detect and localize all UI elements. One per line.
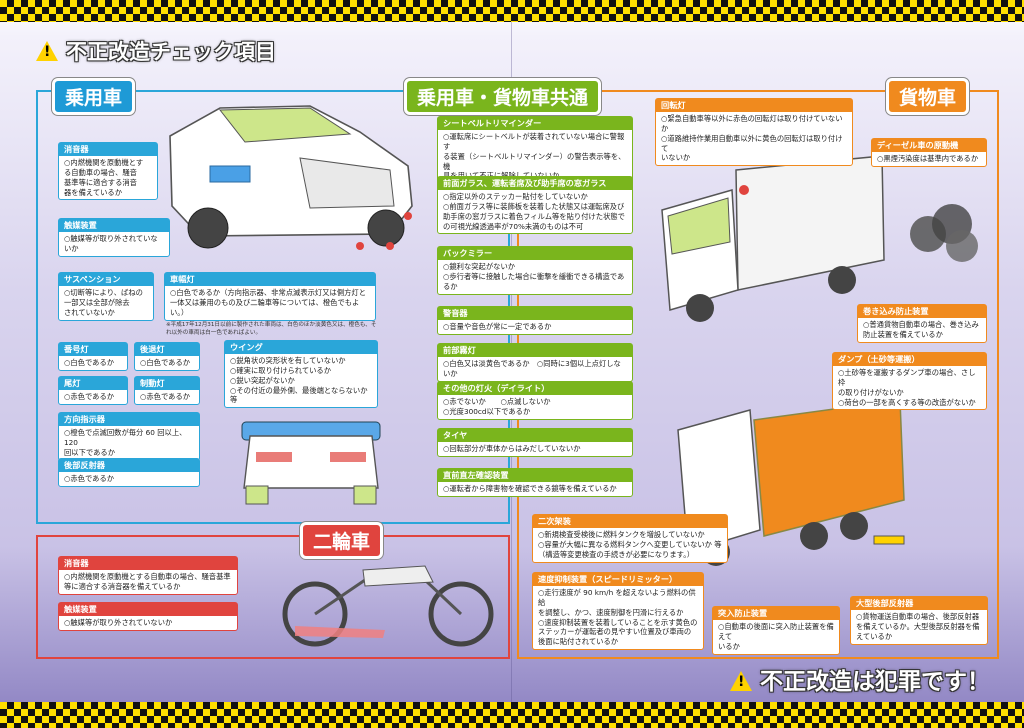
box-car-rear-reflector: 後部反射器 ○赤色であるか xyxy=(58,458,200,487)
box-common-fog: 前部霧灯 ○白色又は淡黄色であるか ○同時に3個以上点灯しないか xyxy=(437,343,633,382)
box-car-suspension: サスペンション ○切断等により、ばねの一部又は全部が除去されていないか xyxy=(58,272,154,321)
box-truck-underrun: 突入防止装置 ○自動車の後面に突入防止装置を備えているか xyxy=(712,606,840,655)
box-common-tire: タイヤ ○回転部分が車体からはみだしていないか xyxy=(437,428,633,457)
box-common-mirror: バックミラー ○鏡利な突起がないか○歩行者等に接触した場合に衝撃を緩衝できる構造… xyxy=(437,246,633,295)
box-truck-dump: ダンプ（土砂等運搬） ○土砂等を運搬するダンプ車の場合、さし枠の取り付けがないか… xyxy=(832,352,987,411)
section-label-common: 乗用車・貨物車共通 xyxy=(404,78,602,115)
box-car-reverse-light: 後退灯 ○白色であるか xyxy=(134,342,200,371)
smoke-illustration xyxy=(910,204,978,262)
motorcycle-illustration xyxy=(282,565,494,647)
checker-border-top xyxy=(0,0,1024,22)
box-truck-beacon: 回転灯 ○緊急自動車等以外に赤色の回転灯は取り付けていないか○道路維持作業用自動… xyxy=(655,98,853,167)
box-common-horn: 警音器 ○音量や音色が常に一定であるか xyxy=(437,306,633,335)
warning-icon xyxy=(730,671,752,691)
box-moto-muffler: 消音器 ○内燃機関を原動機とする自動車の場合、騒音基準等に適合する消音器を備えて… xyxy=(58,556,238,595)
section-label-car: 乗用車 xyxy=(52,78,136,115)
box-car-width-light: 車幅灯 ○白色であるか（方向指示器、非常点滅表示灯又は側方灯と一体又は兼用のもの… xyxy=(164,272,376,321)
page-title: 不正改造チェック項目 xyxy=(36,36,276,66)
box-car-exhaust-cover: 触媒装置 ○触媒等が取り外されていないか xyxy=(58,218,170,257)
checker-border-bottom xyxy=(0,702,1024,728)
section-label-moto: 二輪車 xyxy=(300,522,384,559)
warning-icon xyxy=(36,41,58,61)
footer-slogan: 不正改造は犯罪です！ xyxy=(730,662,990,696)
width-light-note: ※平成17年12月31日以前に製作された車両は、白色のほか淡黄色又は、橙色も、そ… xyxy=(166,322,377,336)
section-label-truck: 貨物車 xyxy=(886,78,970,115)
box-truck-illustration xyxy=(661,155,885,322)
box-car-plate-light: 番号灯 ○白色であるか xyxy=(58,342,128,371)
sedan-illustration xyxy=(169,105,413,250)
box-car-stop-light: 制動灯 ○赤色であるか xyxy=(134,376,200,405)
box-common-seatbelt: シートベルトリマインダー ○運転席にシートベルトが装着されていない場合に警報する… xyxy=(437,116,633,185)
box-moto-exhaust-cover: 触媒装置 ○触媒等が取り外されていないか xyxy=(58,602,238,631)
wing-car-illustration xyxy=(241,421,381,505)
moto-section-frame xyxy=(36,535,510,659)
box-common-glass: 前面ガラス、運転者席及び助手席の窓ガラス ○指定以外のステッカー貼付をしていない… xyxy=(437,176,633,235)
box-car-muffler: 消音器 ○内燃機関を原動機とする自動車の場合、騒音基準等に適合する消音器を備えて… xyxy=(58,142,158,201)
box-truck-large-reflector: 大型後部反射器 ○貨物運送自動車の場合、後部反射器を備えているか。大型後部反射器… xyxy=(850,596,988,645)
box-truck-diesel: ディーゼル車の原動機 ○黒煙汚染度は基準内であるか xyxy=(871,138,987,167)
box-common-view-mirror: 直前直左確認装置 ○運転者から障害物を確認できる鏡等を備えているか xyxy=(437,468,633,497)
box-car-tail-light: 尾灯 ○赤色であるか xyxy=(58,376,128,405)
box-truck-subframe: 二次架装 ○新規検査受検後に燃料タンクを増設していないか○容量が大幅に異なる燃料… xyxy=(532,514,728,563)
box-truck-speed-limiter: 速度抑制装置（スピードリミッター） ○走行速度が 90 km/h を超えないよう… xyxy=(532,572,704,651)
box-car-wing: ウイング ○鋭角状の突形状を有していないか○確実に取り付けられているか○鋭い突起… xyxy=(224,340,378,409)
box-truck-roll-guard: 巻き込み防止装置 ○普通貨物自動車の場合、巻き込み防止装置を備えているか xyxy=(857,304,987,343)
box-common-other-lights: その他の灯火（デイライト） ○赤でないか ○点滅しないか○光度300cd以下であ… xyxy=(437,381,633,420)
